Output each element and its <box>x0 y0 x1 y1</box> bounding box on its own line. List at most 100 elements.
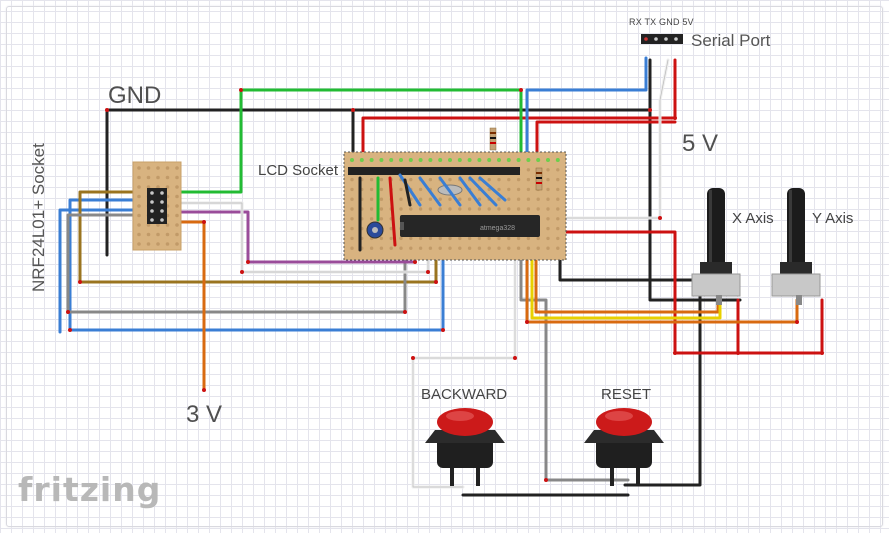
board-hole <box>546 177 550 182</box>
board-hole <box>146 166 151 170</box>
board-hole <box>467 197 472 201</box>
board-hole <box>165 185 170 189</box>
board-hole <box>369 197 374 201</box>
board-hole <box>350 226 354 231</box>
board-hole <box>467 246 472 250</box>
board-hole <box>438 197 442 201</box>
board-hole <box>487 236 491 241</box>
board-hole <box>556 207 560 211</box>
board-hole <box>389 236 393 241</box>
board-hole <box>369 177 374 182</box>
board-hole <box>369 187 374 192</box>
board-hole <box>507 207 511 211</box>
board-hole <box>516 246 521 250</box>
board-hole <box>137 175 141 180</box>
board-hole <box>546 217 550 221</box>
y-axis-label: Y Axis <box>812 210 854 227</box>
board-hole <box>165 242 170 246</box>
board-hole <box>556 177 560 182</box>
reset-label: RESET <box>601 386 652 403</box>
board-hole <box>497 246 501 250</box>
grey-wire-reset <box>519 256 630 482</box>
board-hole <box>428 236 433 241</box>
header-pad <box>389 158 394 162</box>
gnd-wire-joystick <box>648 108 742 302</box>
board-hole <box>438 207 442 211</box>
board-hole <box>448 197 452 201</box>
board-hole <box>497 207 501 211</box>
board-hole <box>175 194 179 199</box>
board-hole <box>409 207 413 211</box>
board-hole <box>146 242 151 246</box>
board-hole <box>175 204 179 208</box>
board-hole <box>389 246 393 250</box>
board-hole <box>526 177 531 182</box>
board-hole <box>165 175 170 180</box>
board-hole <box>409 236 413 241</box>
yellow-wire <box>530 256 722 320</box>
board-hole <box>369 217 374 221</box>
serial-header <box>641 34 683 44</box>
vcc-wire-2 <box>535 120 677 162</box>
board-hole <box>137 213 141 218</box>
header-pad <box>526 158 531 162</box>
board-hole <box>418 197 423 201</box>
backward-button[interactable] <box>425 408 505 486</box>
board-hole <box>399 187 403 192</box>
board-hole <box>399 197 403 201</box>
board-hole <box>428 246 433 250</box>
header-pad <box>487 158 492 162</box>
board-hole <box>546 207 550 211</box>
board-hole <box>428 207 433 211</box>
board-hole <box>526 197 531 201</box>
board-hole <box>546 197 550 201</box>
board-hole <box>165 223 170 227</box>
header-pad <box>369 158 374 162</box>
header-pad <box>546 158 550 162</box>
x-axis-label: X Axis <box>732 210 774 227</box>
board-hole <box>438 236 442 241</box>
board-hole <box>156 175 160 180</box>
board-hole <box>556 187 560 192</box>
board-hole <box>137 166 141 170</box>
board-hole <box>448 246 452 250</box>
header-pad <box>399 158 403 162</box>
board-hole <box>399 236 403 241</box>
board-hole <box>379 236 384 241</box>
board-hole <box>556 197 560 201</box>
board-hole <box>350 236 354 241</box>
board-hole <box>146 175 151 180</box>
board-hole <box>165 166 170 170</box>
header-pad <box>418 158 423 162</box>
board-hole <box>516 236 521 241</box>
board-hole <box>146 223 151 227</box>
board-hole <box>487 246 491 250</box>
serial-pins-label: RX TX GND 5V <box>629 17 694 27</box>
board-hole <box>507 197 511 201</box>
board-hole <box>175 232 179 237</box>
board-hole <box>526 207 531 211</box>
board-hole <box>467 236 472 241</box>
header-pad <box>506 158 511 162</box>
fritzing-logo: fritzing <box>18 470 162 509</box>
blue-wire-nrf-2 <box>58 208 142 334</box>
board-hole <box>156 242 160 246</box>
vcc-wire-top <box>361 58 677 164</box>
reset-button[interactable] <box>584 408 664 486</box>
board-hole <box>418 236 423 241</box>
board-hole <box>467 207 472 211</box>
board-hole <box>379 246 384 250</box>
backward-label: BACKWARD <box>421 386 508 403</box>
board-hole <box>175 185 179 189</box>
board-hole <box>477 246 482 250</box>
five-volt-label: 5 V <box>682 130 719 157</box>
board-hole <box>487 177 491 182</box>
board-hole <box>156 232 160 237</box>
board-hole <box>536 197 540 201</box>
header-pad <box>497 158 501 162</box>
board-hole <box>458 236 462 241</box>
three-volt-label: 3 V <box>186 401 223 428</box>
board-hole <box>546 236 550 241</box>
orange-wire-x <box>525 256 799 324</box>
